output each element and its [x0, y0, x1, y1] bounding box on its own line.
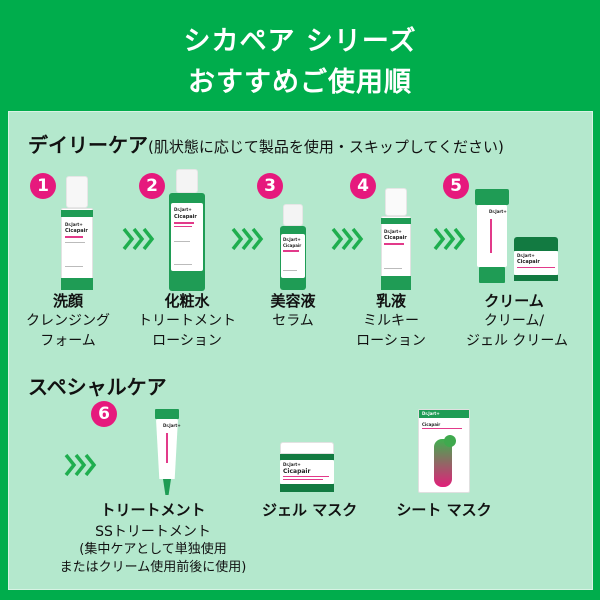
content-panel: デイリーケア(肌状態に応じて製品を使用・スキップしてください) 1 Dr.Jar…: [8, 111, 593, 590]
daily-care-heading: デイリーケア(肌状態に応じて製品を使用・スキップしてください): [28, 129, 504, 158]
treatment-tube-icon: Dr.Jart+: [155, 409, 181, 495]
step-3-category: 美容液: [270, 292, 316, 310]
step-badge-3: 3: [257, 173, 283, 199]
step-1-category: 洗顔: [52, 292, 83, 310]
gel-mask-jar-icon: Dr.Jart+ Cicapair: [280, 442, 334, 492]
special-3-category: シート マスク: [396, 501, 492, 519]
step-1-product-line1: クレンジング: [26, 313, 110, 329]
chevron-right-arrow-icon: [331, 227, 365, 251]
daily-care-subtitle: (肌状態に応じて製品を使用・スキップしてください): [148, 138, 504, 156]
step-4-category: 乳液: [375, 292, 406, 310]
chevron-right-arrow-icon: [433, 227, 467, 251]
serum-bottle-icon: Dr.Jart+ Cicapair: [280, 204, 306, 290]
step-5-product-line1: クリーム/: [483, 313, 545, 329]
daily-care-title: デイリーケア: [28, 133, 148, 157]
step-2-category: 化粧水: [164, 292, 210, 310]
header-title-line1: シカペア シリーズ: [183, 26, 417, 57]
step-2-product-line1: トリートメント: [138, 313, 236, 329]
cream-jar-icon: Dr.Jart+ Cicapair: [514, 237, 558, 281]
special-2-category: ジェル マスク: [262, 501, 358, 519]
special-1-category: トリートメント: [100, 501, 206, 519]
step-badge-6: 6: [91, 401, 117, 427]
chevron-right-arrow-icon: [122, 227, 156, 251]
chevron-right-arrow-icon: [231, 227, 265, 251]
milk-bottle-icon: Dr.Jart+ Cicapair: [381, 188, 411, 290]
special-1-product: SSトリートメント: [95, 524, 211, 540]
sheet-mask-pack-icon: Dr.Jart+ Cicapair: [418, 409, 470, 493]
lotion-bottle-icon: Dr.Jart+ Cicapair: [169, 169, 205, 291]
step-badge-5: 5: [443, 173, 469, 199]
foam-bottle-icon: Dr.Jart+ Cicapair: [61, 176, 93, 290]
step-badge-2: 2: [139, 173, 165, 199]
chevron-right-arrow-icon: [64, 453, 98, 477]
cream-tube-icon: Dr.Jart+: [475, 189, 509, 283]
header-title-line2: おすすめご使用順: [188, 67, 412, 98]
step-3-product-line1: セラム: [272, 313, 314, 329]
header-banner: シカペア シリーズ おすすめご使用順: [0, 0, 600, 110]
step-5-category: クリーム: [484, 292, 544, 310]
step-1-product-line2: フォーム: [40, 333, 96, 349]
step-4-product-line1: ミルキー: [363, 313, 419, 329]
special-1-note-line1: (集中ケアとして単独使用: [79, 542, 227, 557]
special-1-note-line2: またはクリーム使用前後に使用): [59, 560, 247, 575]
step-2-product-line2: ローション: [152, 333, 222, 349]
step-badge-1: 1: [30, 173, 56, 199]
step-4-product-line2: ローション: [356, 333, 426, 349]
special-care-title: スペシャルケア: [28, 375, 167, 399]
step-badge-4: 4: [350, 173, 376, 199]
step-5-product-line2: ジェル クリーム: [465, 333, 569, 349]
